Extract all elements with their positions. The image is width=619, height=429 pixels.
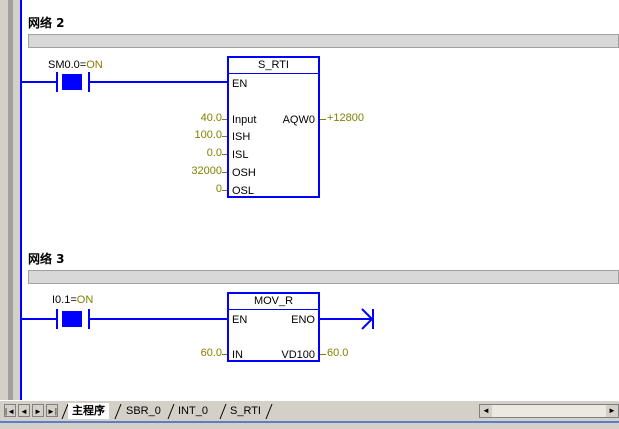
- scroll-right-icon[interactable]: ►: [606, 405, 618, 417]
- first-tab-button[interactable]: |◄: [4, 404, 16, 417]
- network-3-comment[interactable]: [28, 270, 619, 284]
- last-tab-button[interactable]: ►|: [46, 404, 58, 417]
- horizontal-scrollbar[interactable]: ◄ ►: [479, 404, 619, 418]
- s-rti-output-value[interactable]: +12800: [327, 112, 365, 124]
- mov-r-block-title: MOV_R: [253, 295, 294, 307]
- next-tab-button[interactable]: ►: [32, 404, 44, 417]
- s-rti-input-value[interactable]: 40.0: [200, 112, 222, 124]
- mov-r-eno-pin: ENO: [291, 314, 315, 326]
- ladder-gutter: [0, 0, 21, 400]
- s-rti-block-title: S_RTI: [258, 59, 289, 71]
- tab-int-0[interactable]: INT_0: [178, 405, 208, 417]
- tab-s-rti[interactable]: S_RTI: [230, 405, 261, 417]
- tab-main-program[interactable]: 主程序: [68, 403, 109, 419]
- network-2-comment[interactable]: [28, 34, 619, 48]
- network-3-wire-left: [22, 318, 56, 320]
- mov-r-in-value[interactable]: 60.0: [200, 347, 222, 359]
- eno-wire: [320, 318, 372, 320]
- s-rti-en-pin: EN: [232, 78, 248, 90]
- network-3-wire-right: [90, 318, 228, 320]
- network-2-wire-left: [22, 81, 56, 83]
- network-3-title[interactable]: 网络 3: [28, 252, 65, 266]
- s-rti-osl-value[interactable]: 0: [215, 183, 222, 195]
- mov-r-out-value[interactable]: 60.0: [327, 347, 349, 359]
- s-rti-ish-pin: ISH: [232, 131, 251, 143]
- s-rti-input-pin: Input: [232, 114, 257, 126]
- scroll-left-icon[interactable]: ◄: [480, 405, 492, 417]
- tab-separators: [61, 403, 273, 420]
- s-rti-osh-value[interactable]: 32000: [191, 165, 222, 177]
- mov-r-block[interactable]: MOV_R EN ENO IN VD100: [227, 292, 320, 362]
- network-2-wire-right: [90, 81, 228, 83]
- s-rti-osl-pin: OSL: [232, 185, 255, 197]
- power-rail: [20, 0, 22, 400]
- s-rti-osh-pin: OSH: [232, 167, 256, 179]
- network-2-contact[interactable]: [56, 72, 90, 92]
- tab-bar: |◄ ◄ ► ►| 主程序 SBR_0 INT_0 S_RTI ◄ ►: [0, 400, 619, 422]
- s-rti-isl-pin: ISL: [232, 149, 249, 161]
- s-rti-isl-value[interactable]: 0.0: [206, 147, 222, 159]
- s-rti-ish-value[interactable]: 100.0: [194, 129, 222, 141]
- mov-r-en-pin: EN: [232, 314, 248, 326]
- mov-r-out-pin: VD100: [281, 349, 315, 361]
- mov-r-in-pin: IN: [232, 349, 243, 361]
- window-bottom-edge: [0, 421, 619, 429]
- network-2-title[interactable]: 网络 2: [28, 16, 65, 30]
- coil-end-arrow-icon: [361, 308, 374, 330]
- tab-sbr-0[interactable]: SBR_0: [126, 405, 161, 417]
- network-3-contact-label: I0.1=ON: [52, 294, 94, 306]
- prev-tab-button[interactable]: ◄: [18, 404, 30, 417]
- network-3-contact[interactable]: [56, 309, 90, 329]
- network-2-contact-label: SM0.0=ON: [48, 59, 103, 71]
- s-rti-output-pin: AQW0: [282, 114, 315, 126]
- s-rti-block[interactable]: S_RTI EN Input ISH ISL OSH OSL AQW0: [227, 56, 320, 198]
